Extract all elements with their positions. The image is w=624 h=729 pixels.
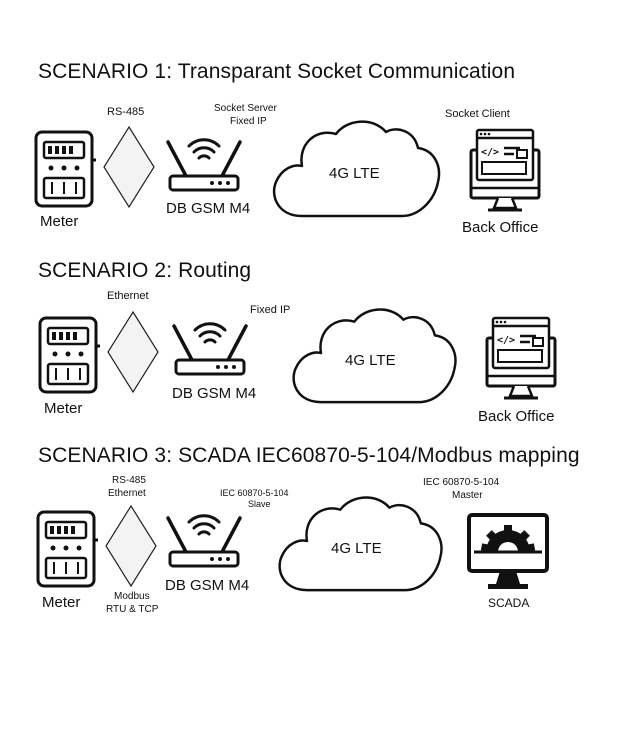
cloud-label: 4G LTE [331,540,382,557]
router-icon [172,322,248,376]
cloud-label: 4G LTE [329,165,380,182]
endpoint-label: Back Office [478,408,555,425]
meter-label: Meter [42,594,81,611]
link-label: RS-485 [107,106,145,118]
gear-monitor-icon [467,513,549,589]
router-label: DB GSM M4 [172,385,257,402]
code-window-monitor-icon: </> [485,316,557,400]
router-note-line-1: IEC 60870-5-104 [220,488,289,498]
meter-label: Meter [44,400,83,417]
router-note-line-2: Fixed IP [230,116,267,127]
link-label-line-1: RS-485 [112,475,146,486]
link-bottom-line-2: RTU & TCP [106,604,159,615]
meter-icon [34,130,96,208]
svg-text:</>: </> [481,147,499,158]
link-diamond-shape [103,125,155,209]
router-label: DB GSM M4 [166,200,251,217]
link-label-line-2: Ethernet [108,488,146,499]
router-icon [166,514,242,568]
client-note: Socket Client [445,108,510,120]
endpoint-label: SCADA [488,596,530,610]
router-note-line-2: Slave [248,499,271,509]
endpoint-label: Back Office [462,219,539,236]
router-icon [166,138,242,192]
meter-icon [38,316,100,394]
router-label: DB GSM M4 [165,577,250,594]
client-note-line-1: IEC 60870-5-104 [423,477,500,488]
scenario-title: SCENARIO 3: SCADA IEC60870-5-104/Modbus … [38,444,580,467]
link-diamond-shape [107,310,159,394]
meter-label: Meter [40,213,79,230]
router-note-line-1: Socket Server [214,103,277,114]
cloud-icon [272,120,441,218]
cloud-label: 4G LTE [345,352,396,369]
scenario-title: SCENARIO 1: Transparant Socket Communica… [38,60,516,83]
cloud-icon [292,308,457,404]
scenario-title: SCENARIO 2: Routing [38,259,252,282]
cloud-icon [278,496,443,592]
router-note: Fixed IP [250,304,291,316]
meter-icon [36,510,98,588]
link-diamond-shape [105,504,157,588]
client-note-line-2: Master [452,490,483,501]
link-label: Ethernet [107,290,149,302]
code-window-monitor-icon: </> [469,128,541,212]
link-bottom-line-1: Modbus [114,591,150,602]
svg-text:</>: </> [497,335,515,346]
